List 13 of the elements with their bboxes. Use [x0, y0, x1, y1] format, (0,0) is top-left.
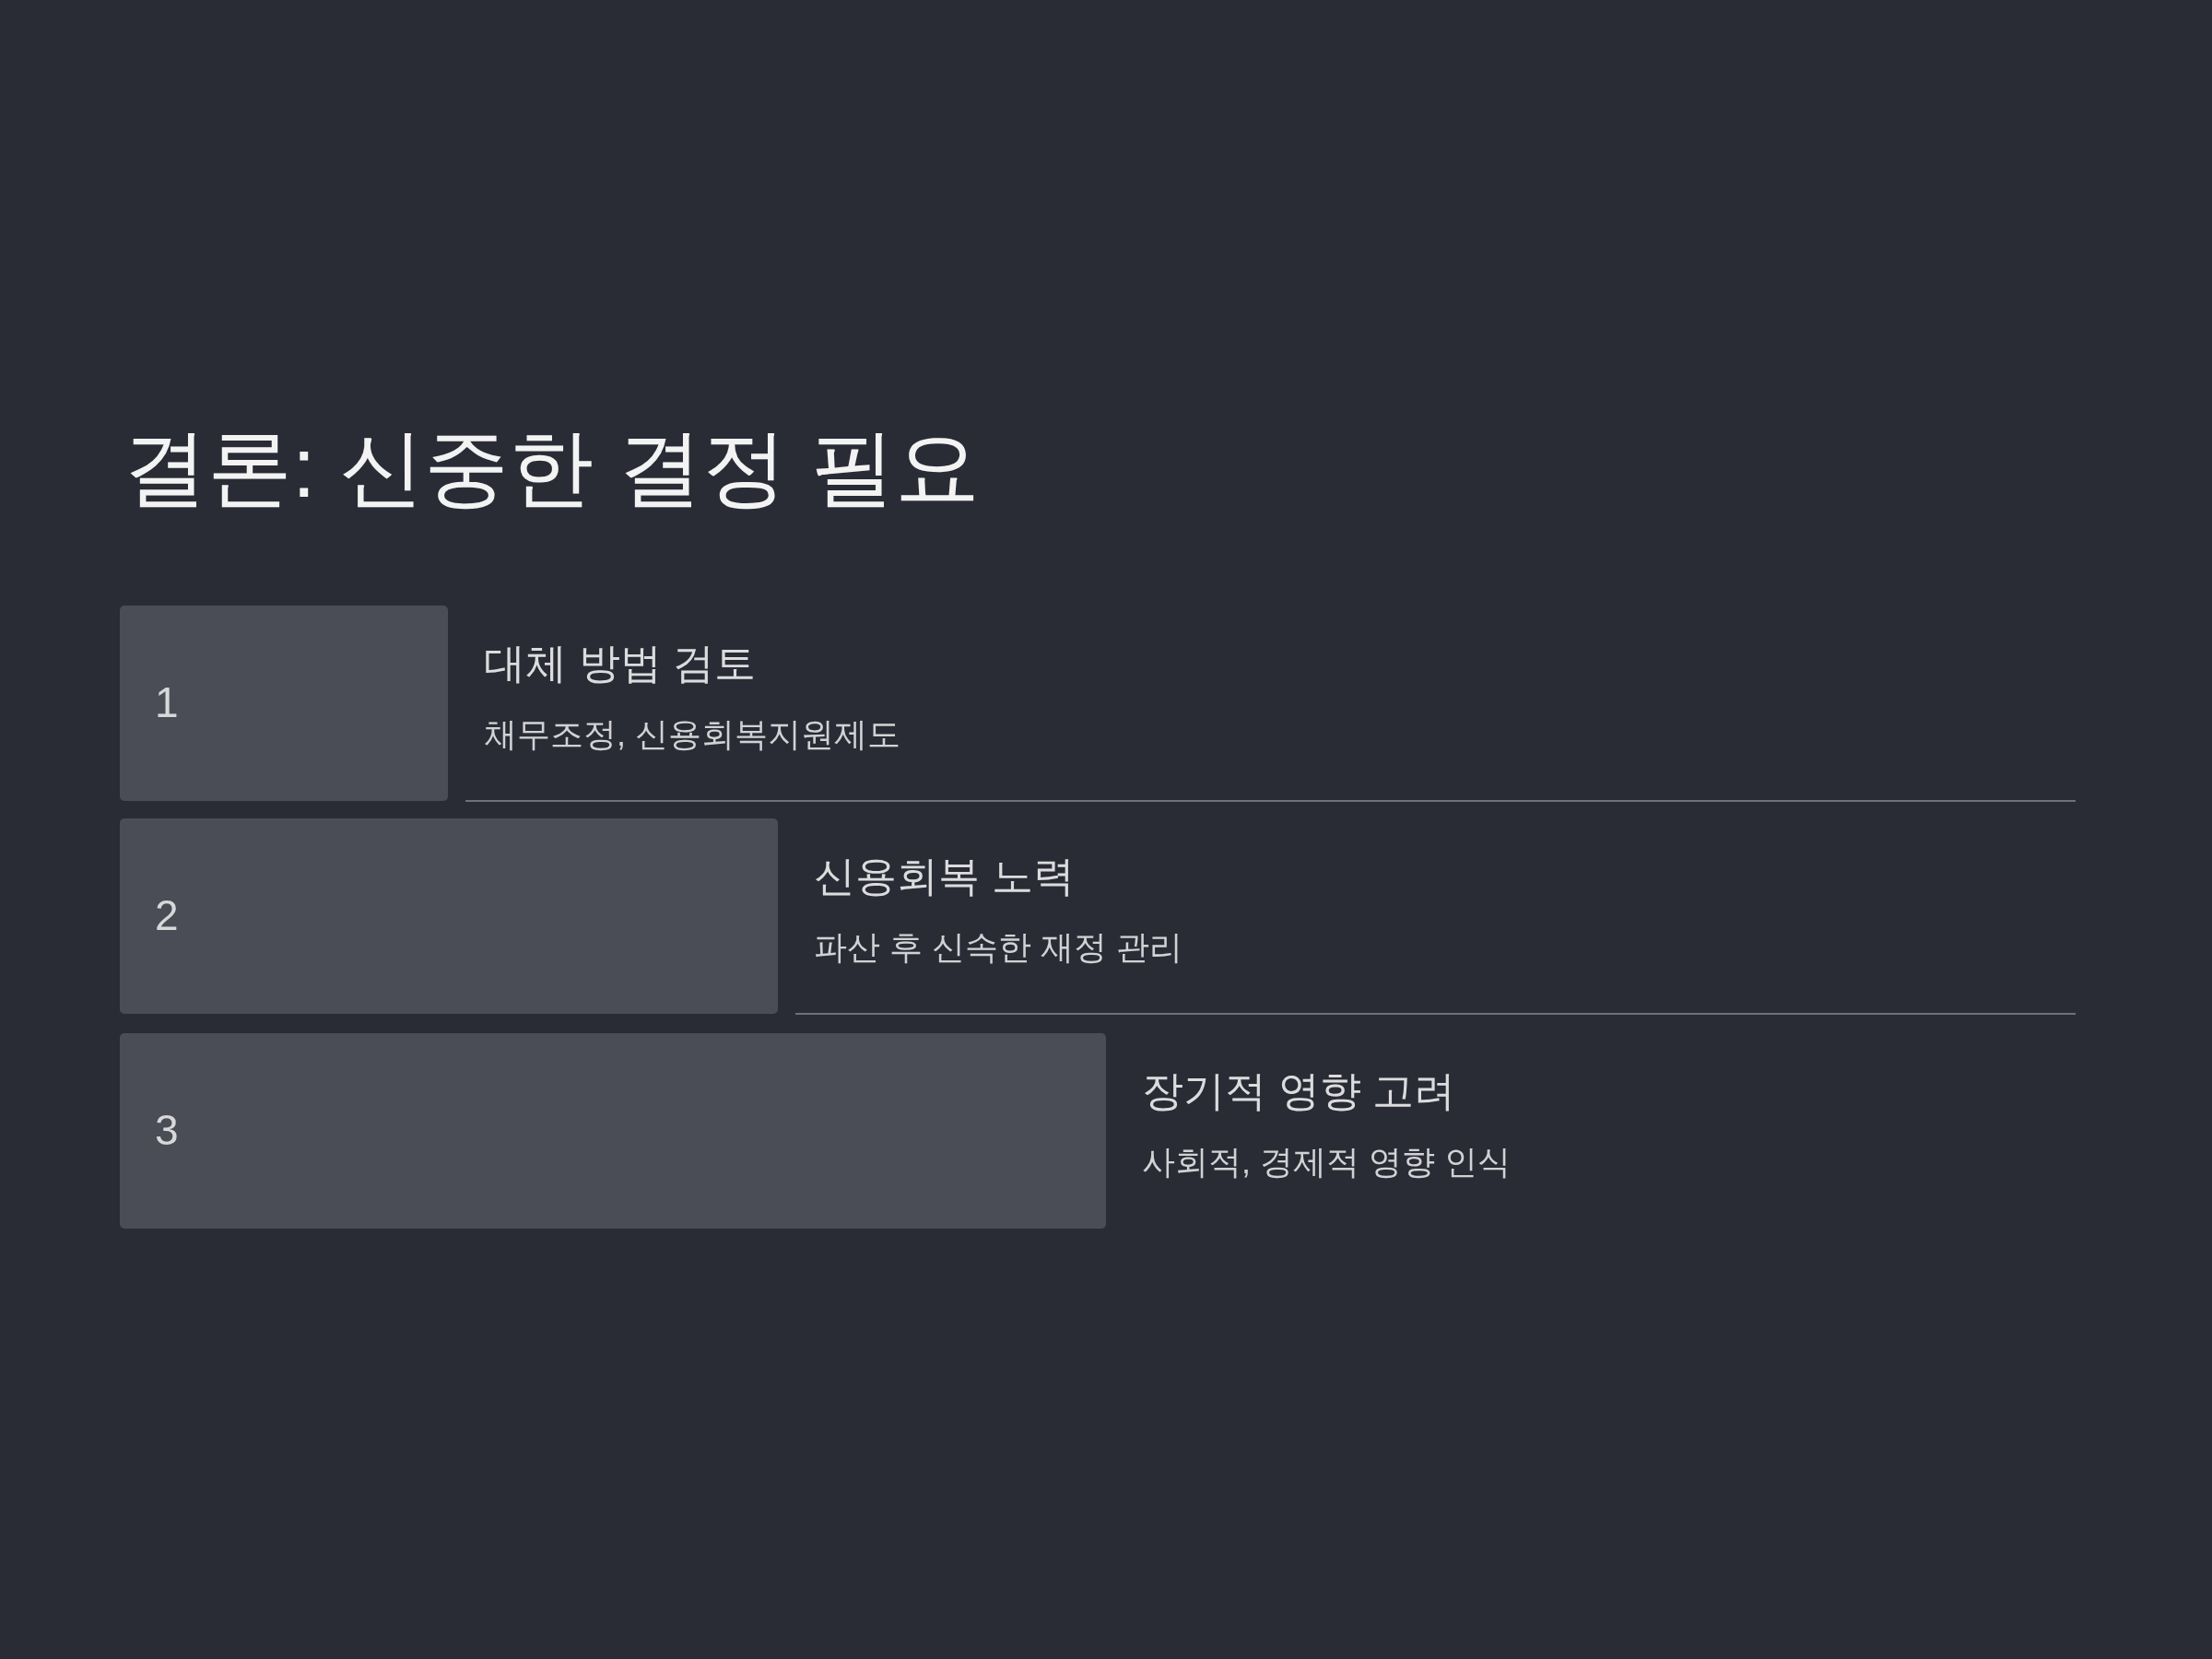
step-heading: 신용회복 노력 — [814, 852, 1075, 901]
step-bar — [120, 1033, 1106, 1229]
step-bar — [120, 818, 778, 1014]
step-heading: 장기적 영향 고려 — [1142, 1066, 1455, 1116]
step-number: 2 — [155, 890, 179, 941]
step-heading: 대체 방법 검토 — [484, 639, 756, 688]
step-number: 1 — [155, 677, 179, 728]
step-description: 채무조정, 신용회복지원제도 — [484, 714, 900, 755]
step-bar — [120, 606, 448, 801]
slide-title: 결론: 신중한 결정 필요 — [123, 419, 981, 516]
step-description: 사회적, 경제적 영향 인식 — [1142, 1142, 1511, 1182]
step-number: 3 — [155, 1105, 179, 1156]
step-description: 파산 후 신속한 재정 관리 — [814, 927, 1182, 968]
